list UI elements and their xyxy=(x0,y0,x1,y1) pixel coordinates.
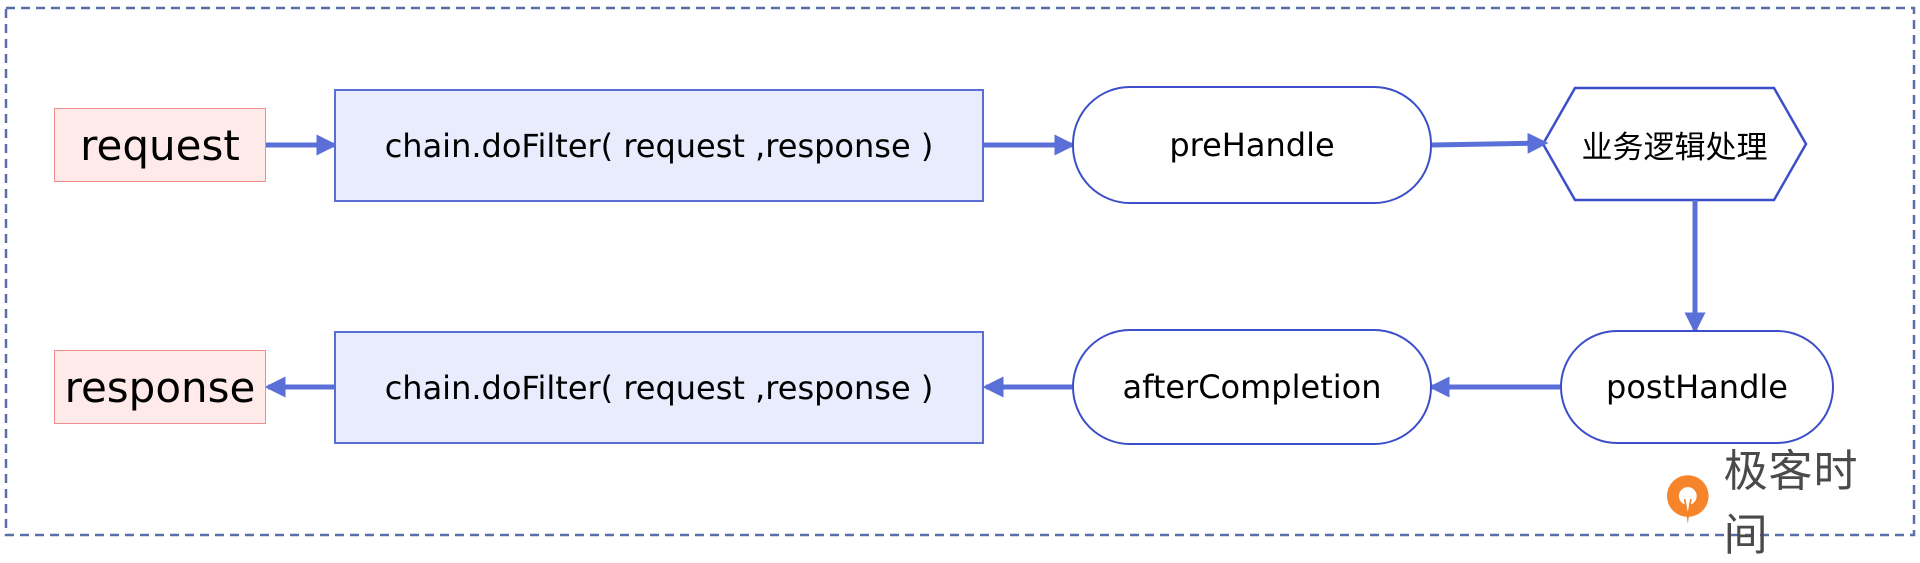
filter-chain-node-top: chain.doFilter( request ,response ) xyxy=(334,89,984,202)
flow-diagram: request chain.doFilter( request ,respons… xyxy=(4,6,1916,561)
arrow-prehandle-to-business xyxy=(1431,132,1549,154)
geektime-watermark: 极客时间 xyxy=(1664,446,1902,561)
request-node: request xyxy=(54,108,266,182)
filter-chain-node-bottom: chain.doFilter( request ,response ) xyxy=(334,331,984,444)
diagram-canvas xyxy=(4,6,1916,537)
watermark-text: 极客时间 xyxy=(1723,446,1859,561)
geektime-logo-icon xyxy=(1666,475,1709,524)
aftercompletion-node: afterCompletion xyxy=(1072,329,1432,445)
business-logic-label: 业务逻辑处理 xyxy=(1581,129,1768,166)
response-node: response xyxy=(54,350,266,424)
posthandle-node: postHandle xyxy=(1560,330,1834,444)
outer-dashed-border xyxy=(4,6,1916,537)
prehandle-node: preHandle xyxy=(1072,86,1432,204)
